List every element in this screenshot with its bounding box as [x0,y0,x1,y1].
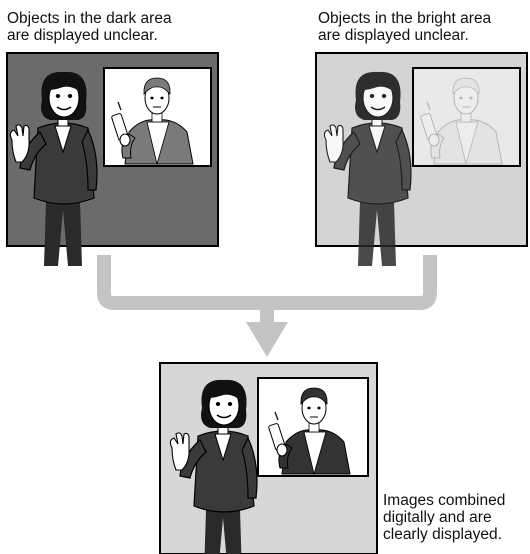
bright-caption-line-2: are displayed unclear. [318,27,469,44]
combined-caption-line-3: clearly displayed. [383,526,502,543]
combined-caption-line-1: Images combined [383,492,506,509]
bright-area-caption: Objects in the bright area are displayed… [318,10,491,44]
bright-exposure-panel [315,52,528,267]
combined-image-panel [159,362,378,554]
bright-caption-line-1: Objects in the bright area [318,10,492,27]
combined-caption: Images combined digitally and are clearl… [383,492,505,543]
dark-exposure-panel [6,52,219,267]
dark-caption-line-2: are displayed unclear. [7,27,158,44]
dark-area-caption: Objects in the dark area are displayed u… [7,10,172,44]
combined-caption-line-2: digitally and are [383,509,492,526]
dark-caption-line-1: Objects in the dark area [7,10,172,27]
merge-arrow [97,255,437,357]
